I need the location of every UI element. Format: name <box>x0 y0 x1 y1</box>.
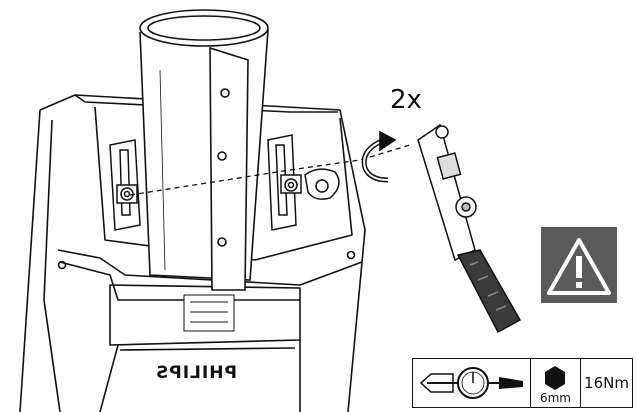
bracket-right <box>267 134 340 231</box>
torque-wrench-icon <box>417 123 522 334</box>
luminaire-housing <box>19 94 366 412</box>
torque-gauge-icon <box>419 367 523 399</box>
torque-wrench-cell <box>413 359 531 407</box>
panel-label-plate <box>183 294 235 332</box>
bracket-left <box>109 139 141 231</box>
warning-icon <box>541 227 617 303</box>
hex-size-label: 6mm <box>539 391 571 405</box>
pole-mount <box>139 9 269 291</box>
torque-value-cell: 16Nm <box>581 359 632 407</box>
repeat-count: 2x <box>390 85 422 115</box>
rotate-arrow-icon <box>361 130 397 183</box>
torque-value: 16Nm <box>584 374 629 392</box>
torque-spec-table: 6mm 16Nm <box>412 358 633 408</box>
brand-logo: PHILIPS <box>155 363 237 383</box>
hex-bit-icon <box>545 366 565 390</box>
hex-bit-cell: 6mm <box>531 359 581 407</box>
